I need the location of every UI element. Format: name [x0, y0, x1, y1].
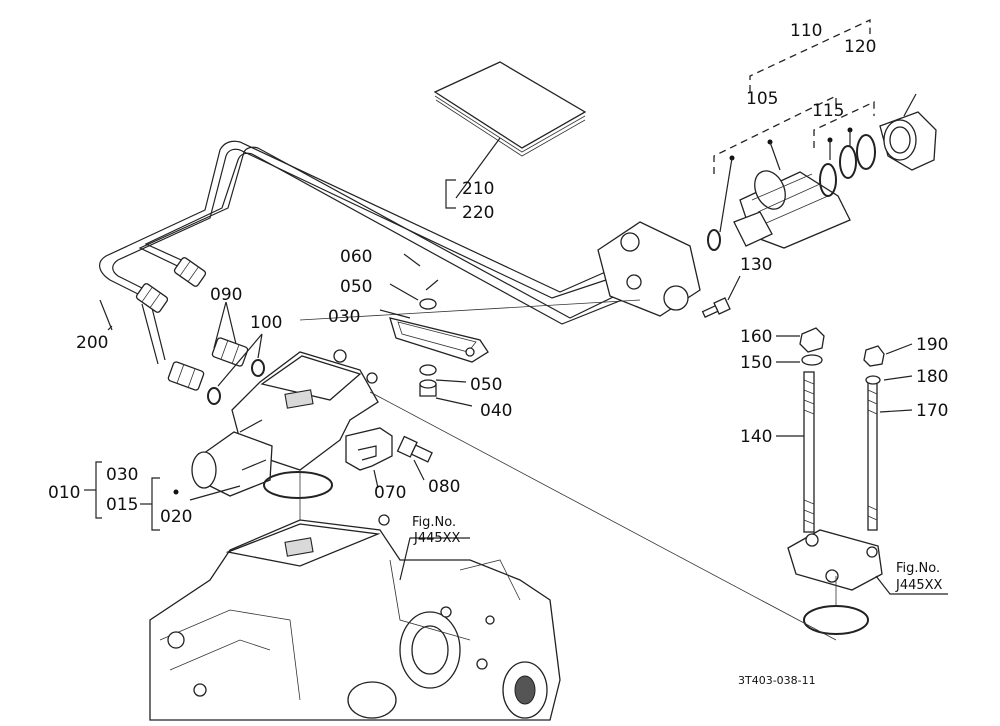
bracket-and-bolt: [345, 427, 433, 471]
label-210: 210: [462, 179, 494, 199]
label-015: 015: [106, 495, 138, 515]
long-leader-line: [369, 391, 837, 641]
label-110: 110: [790, 21, 822, 41]
pipe-fittings: [135, 257, 265, 405]
label-030b: 030: [328, 307, 360, 327]
label-030a: 030: [106, 465, 138, 485]
fig-ref-code-2: J445XX: [895, 578, 943, 593]
part-labels: 010 030 015 020 200 090 100 060 050 030 …: [48, 21, 948, 527]
callout-leaders: [84, 253, 948, 595]
label-100: 100: [250, 313, 282, 333]
label-010: 010: [48, 483, 80, 503]
fig-ref-label-1: Fig.No.: [412, 515, 456, 530]
leader-line-2: [299, 299, 641, 321]
cylinder-assembly: [597, 18, 937, 319]
label-060: 060: [340, 247, 372, 267]
diagram-code: 3T403-038-11: [738, 674, 816, 687]
hydraulic-pipes: [99, 140, 643, 365]
label-040: 040: [480, 401, 512, 421]
transmission-housing: [149, 470, 561, 721]
label-105: 105: [746, 89, 778, 109]
label-020: 020: [160, 507, 192, 527]
label-220: 220: [462, 203, 494, 223]
label-170: 170: [916, 401, 948, 421]
gasket-plate: [389, 279, 489, 397]
label-050b: 050: [470, 375, 502, 395]
label-130: 130: [740, 255, 772, 275]
manual-sheet: [433, 61, 587, 209]
label-140: 140: [740, 427, 772, 447]
tie-rods: [787, 327, 885, 635]
label-150: 150: [740, 353, 772, 373]
label-115: 115: [812, 101, 844, 121]
fig-ref-label-2: Fig.No.: [896, 561, 940, 576]
label-080: 080: [428, 477, 460, 497]
label-050a: 050: [340, 277, 372, 297]
label-190: 190: [916, 335, 948, 355]
fig-ref-code-1: J445XX: [413, 531, 461, 546]
control-valve: [173, 349, 379, 499]
label-090: 090: [210, 285, 242, 305]
label-120: 120: [844, 37, 876, 57]
label-160: 160: [740, 327, 772, 347]
label-180: 180: [916, 367, 948, 387]
figure-references: Fig.No. J445XX Fig.No. J445XX: [412, 515, 943, 593]
label-070: 070: [374, 483, 406, 503]
label-200: 200: [76, 333, 108, 353]
